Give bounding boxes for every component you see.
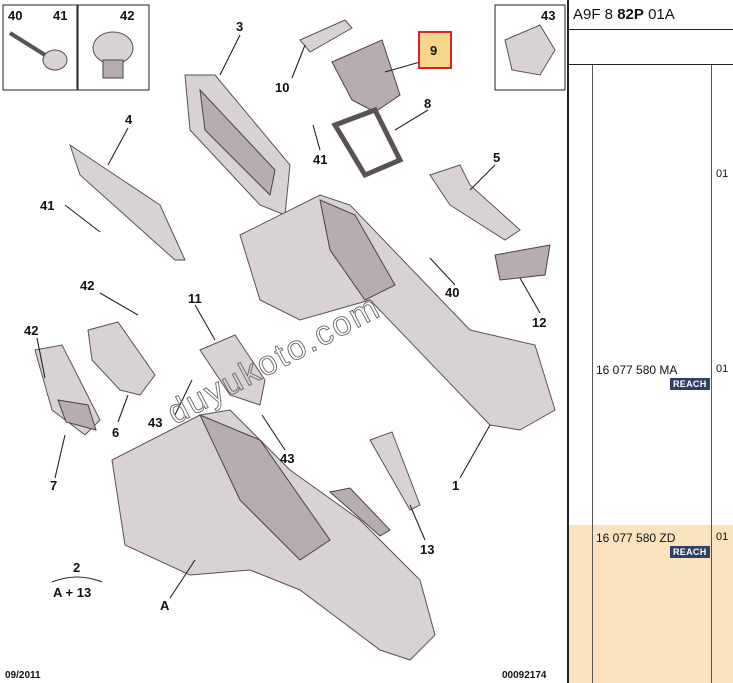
parts-sidebar: A9F 8 82P 01A 01 16 077 580 MA 01 REACH … <box>567 0 733 683</box>
part-6-panel <box>87 321 156 396</box>
part-1-console <box>239 194 556 431</box>
callout-13: 13 <box>420 542 434 557</box>
callout-42: 42 <box>120 8 134 23</box>
callout-5: 5 <box>493 150 500 165</box>
callout-6: 6 <box>112 425 119 440</box>
callout-a: A <box>160 598 170 613</box>
reach-badge: REACH <box>670 546 710 558</box>
part-5-trim <box>429 164 521 241</box>
part-8-frame <box>331 106 404 179</box>
column-divider <box>711 65 712 683</box>
callout-12: 12 <box>532 315 546 330</box>
callout-43: 43 <box>541 8 555 23</box>
header-bold: 82P <box>617 6 644 23</box>
part-11-bracket <box>199 334 266 406</box>
row-qty: 01 <box>716 531 729 543</box>
leader-lines <box>36 34 541 599</box>
callout-10: 10 <box>275 80 289 95</box>
exploded-view: 40 41 42 43 3 10 9 8 41 4 5 41 42 40 12 … <box>2 4 566 681</box>
part-10-bracket <box>299 19 353 53</box>
sidebar-row-empty: 01 <box>569 65 733 525</box>
header-prefix: A9F 8 <box>573 6 614 23</box>
callout-40-b: 40 <box>445 285 459 300</box>
sidebar-subheader <box>569 30 733 65</box>
part-3-inner <box>199 88 276 197</box>
header-suffix: 01A <box>648 6 675 23</box>
watermark: duyukoto.com <box>161 288 387 432</box>
part-1-center <box>319 199 396 301</box>
part-a-assembly <box>111 409 436 661</box>
part-9-gear-boot <box>331 39 401 113</box>
legend-top: 2 <box>73 560 80 575</box>
table-row[interactable]: 16 077 580 MA 01 REACH <box>569 357 733 397</box>
callout-8: 8 <box>424 96 431 111</box>
callout-11: 11 <box>188 291 202 306</box>
callout-3: 3 <box>236 19 243 34</box>
footer-code: 00092174 <box>502 670 547 681</box>
parts-diagram: 40 41 42 43 3 10 9 8 41 4 5 41 42 40 12 … <box>2 4 566 681</box>
sidebar-columns: 01 16 077 580 MA 01 REACH 16 077 580 ZD … <box>569 65 733 683</box>
part-7-inner <box>57 399 97 431</box>
callout-42-b: 42 <box>80 278 94 293</box>
part-13-trim-a <box>369 431 421 511</box>
callout-43-b: 43 <box>148 415 162 430</box>
callout-40: 40 <box>8 8 22 23</box>
callout-7: 7 <box>50 478 57 493</box>
legend-bottom: A + 13 <box>53 585 91 600</box>
part-number: 16 077 580 MA <box>596 363 678 377</box>
fastener-box-40-41 <box>2 4 78 91</box>
reach-badge: REACH <box>670 378 710 390</box>
column-divider <box>592 65 593 683</box>
callout-41-c: 41 <box>40 198 54 213</box>
part-4-panel <box>69 143 186 261</box>
callout-4: 4 <box>125 112 133 127</box>
clip-icon <box>92 31 134 79</box>
part-13-trim-b <box>328 487 391 537</box>
footer-date: 09/2011 <box>5 670 41 681</box>
callout-42-c: 42 <box>24 323 38 338</box>
row-qty: 01 <box>716 363 729 375</box>
callout-1: 1 <box>452 478 459 493</box>
callout-41-b: 41 <box>313 152 327 167</box>
clip-43-icon <box>504 24 556 76</box>
part-number: 16 077 580 ZD <box>596 531 676 545</box>
callout-41: 41 <box>53 8 67 23</box>
callout-43-c: 43 <box>280 451 294 466</box>
part-12-cover <box>494 244 551 281</box>
table-row[interactable]: 16 077 580 ZD 01 REACH <box>569 525 733 683</box>
callout-9: 9 <box>430 43 437 58</box>
screw-icon <box>8 31 68 71</box>
part-a-center <box>198 414 331 561</box>
row-qty-top: 01 <box>716 168 729 180</box>
sidebar-header: A9F 8 82P 01A <box>569 0 733 30</box>
legend-brace <box>51 576 103 583</box>
callout-9-highlight <box>418 31 452 69</box>
